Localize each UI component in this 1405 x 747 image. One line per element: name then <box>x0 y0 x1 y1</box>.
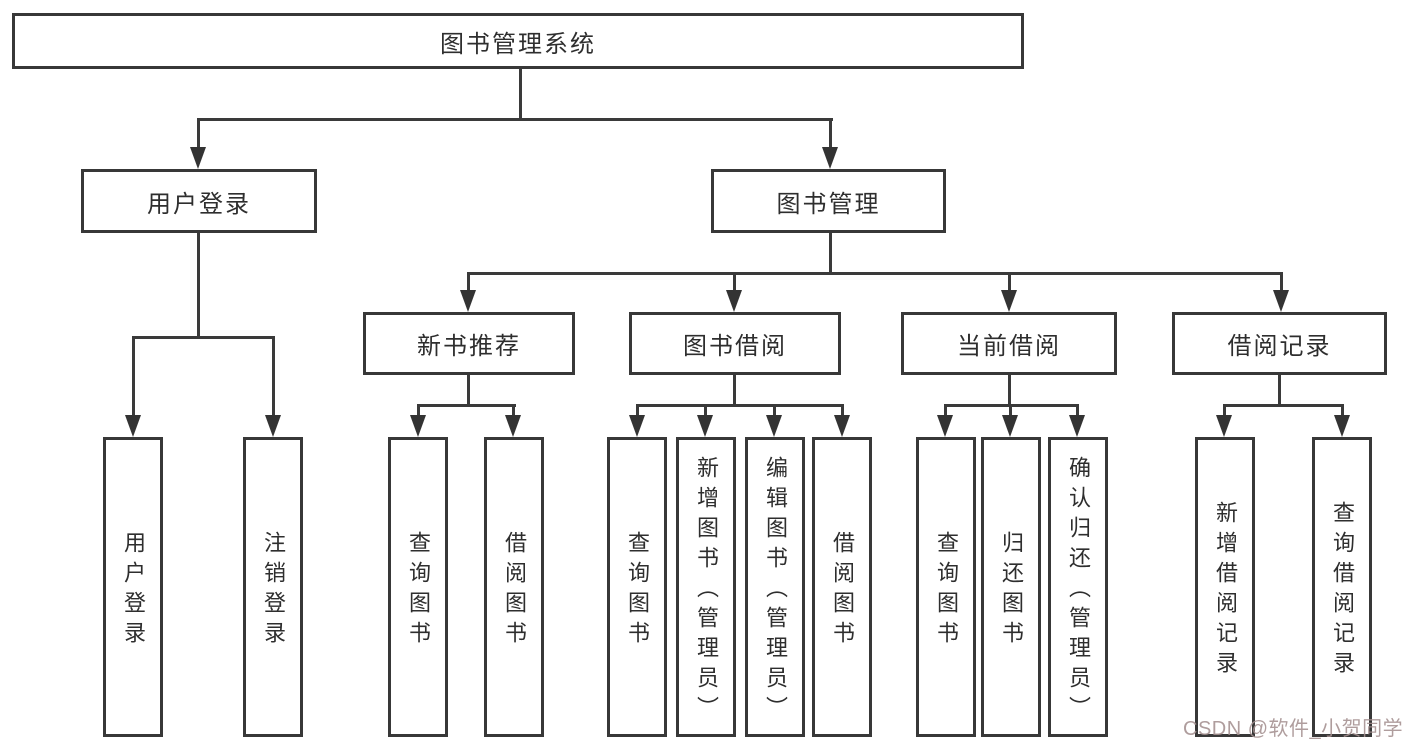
leaf-borrow-borrow-book-label: 借阅图书 <box>830 531 855 651</box>
node-current-borrow-label: 当前借阅 <box>957 333 1061 360</box>
arrowhead-current <box>1001 290 1017 312</box>
arrowhead-login-1 <box>125 415 141 437</box>
leaf-borrow-borrow-book: 借阅图书 <box>812 437 872 737</box>
arrowhead-recommend-2 <box>505 415 521 437</box>
connector-records-stem <box>1278 375 1281 406</box>
leaf-user-login-label: 用户登录 <box>121 531 146 651</box>
connector-login-hline <box>132 336 275 339</box>
leaf-records-add-record-label: 新增借阅记录 <box>1213 501 1238 681</box>
connector-drop-user-login <box>197 118 200 150</box>
leaf-current-return-book-label: 归还图书 <box>999 531 1024 651</box>
leaf-records-query-record-label: 查询借阅记录 <box>1330 501 1355 681</box>
node-book-borrow-label: 图书借阅 <box>683 333 787 360</box>
node-current-borrow: 当前借阅 <box>901 312 1117 375</box>
node-user-login-label: 用户登录 <box>147 190 251 218</box>
connector-level3-hline <box>467 272 1283 275</box>
node-root: 图书管理系统 <box>12 13 1024 69</box>
node-new-book-recommend: 新书推荐 <box>363 312 575 375</box>
connector-records-hline <box>1223 404 1344 407</box>
connector-drop-records-2 <box>1341 404 1344 417</box>
leaf-records-add-record: 新增借阅记录 <box>1195 437 1255 737</box>
connector-drop-recommend-2 <box>512 404 515 417</box>
arrowhead-borrow-4 <box>834 415 850 437</box>
connector-login-stem <box>197 233 200 338</box>
leaf-logout: 注销登录 <box>243 437 303 737</box>
arrowhead-borrow-2 <box>697 415 713 437</box>
connector-recommend-stem <box>467 375 470 406</box>
arrowhead-book-mgmt <box>822 147 838 169</box>
leaf-records-query-record: 查询借阅记录 <box>1312 437 1372 737</box>
connector-root-stem <box>519 69 522 120</box>
arrowhead-records-2 <box>1334 415 1350 437</box>
connector-drop-recommend <box>467 272 470 292</box>
connector-drop-records <box>1280 272 1283 292</box>
arrowhead-records-1 <box>1216 415 1232 437</box>
leaf-recommend-query-book-label: 查询图书 <box>406 531 431 651</box>
connector-drop-login-1 <box>132 336 135 418</box>
node-new-book-recommend-label: 新书推荐 <box>417 333 521 360</box>
leaf-borrow-add-book-admin: 新增图书（管理员） <box>676 437 736 737</box>
node-borrow-records: 借阅记录 <box>1172 312 1387 375</box>
leaf-current-query-book: 查询图书 <box>916 437 976 737</box>
leaf-borrow-edit-book-admin-label: 编辑图书（管理员） <box>763 456 788 726</box>
arrowhead-current-1 <box>937 415 953 437</box>
connector-drop-current-1 <box>944 404 947 417</box>
arrowhead-recommend <box>460 290 476 312</box>
arrowhead-borrow-3 <box>766 415 782 437</box>
leaf-borrow-add-book-admin-label: 新增图书（管理员） <box>694 456 719 726</box>
connector-drop-borrow-1 <box>636 404 639 417</box>
arrowhead-user-login <box>190 147 206 169</box>
leaf-recommend-query-book: 查询图书 <box>388 437 448 737</box>
connector-level2-hline <box>197 118 833 121</box>
leaf-current-confirm-return-admin-label: 确认归还（管理员） <box>1066 456 1091 726</box>
arrowhead-current-2 <box>1002 415 1018 437</box>
node-user-login: 用户登录 <box>81 169 317 233</box>
leaf-recommend-borrow-book-label: 借阅图书 <box>502 531 527 651</box>
connector-current-stem <box>1008 375 1011 406</box>
connector-drop-current <box>1008 272 1011 292</box>
connector-drop-recommend-1 <box>417 404 420 417</box>
arrowhead-records <box>1273 290 1289 312</box>
node-book-mgmt: 图书管理 <box>711 169 946 233</box>
connector-drop-borrow-2 <box>704 404 707 417</box>
connector-recommend-hline <box>417 404 516 407</box>
connector-drop-login-2 <box>272 336 275 418</box>
connector-drop-borrow-3 <box>773 404 776 417</box>
arrowhead-borrow <box>726 290 742 312</box>
arrowhead-recommend-1 <box>410 415 426 437</box>
node-book-borrow: 图书借阅 <box>629 312 841 375</box>
connector-drop-current-3 <box>1076 404 1079 417</box>
connector-drop-borrow <box>733 272 736 292</box>
leaf-user-login: 用户登录 <box>103 437 163 737</box>
csdn-watermark: CSDN @软件_小贺同学 <box>1183 718 1404 740</box>
leaf-recommend-borrow-book: 借阅图书 <box>484 437 544 737</box>
connector-mgmt-stem <box>829 233 832 274</box>
connector-drop-borrow-4 <box>841 404 844 417</box>
node-borrow-records-label: 借阅记录 <box>1227 333 1332 360</box>
leaf-borrow-query-book-label: 查询图书 <box>625 531 650 651</box>
leaf-borrow-query-book: 查询图书 <box>607 437 667 737</box>
arrowhead-login-2 <box>265 415 281 437</box>
connector-drop-records-1 <box>1223 404 1226 417</box>
connector-drop-current-2 <box>1009 404 1012 417</box>
leaf-current-return-book: 归还图书 <box>981 437 1041 737</box>
node-root-label: 图书管理系统 <box>440 30 596 58</box>
connector-borrow-hline <box>636 404 844 407</box>
leaf-current-confirm-return-admin: 确认归还（管理员） <box>1048 437 1108 737</box>
node-book-mgmt-label: 图书管理 <box>776 190 881 218</box>
leaf-logout-label: 注销登录 <box>261 531 286 651</box>
arrowhead-borrow-1 <box>629 415 645 437</box>
arrowhead-current-3 <box>1069 415 1085 437</box>
leaf-current-query-book-label: 查询图书 <box>934 531 959 651</box>
connector-borrow-stem <box>733 375 736 406</box>
leaf-borrow-edit-book-admin: 编辑图书（管理员） <box>745 437 805 737</box>
connector-drop-book-mgmt <box>829 118 832 150</box>
